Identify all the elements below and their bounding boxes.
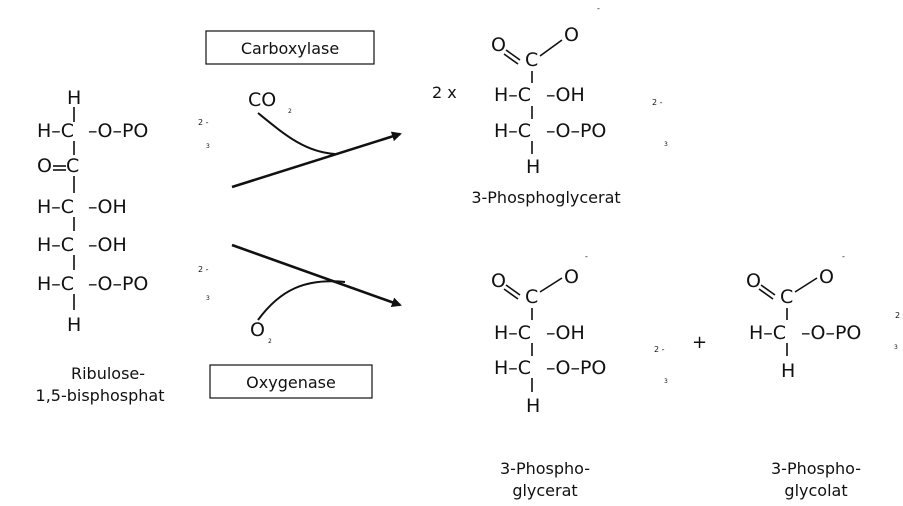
atom-oh: –OH: [546, 322, 585, 344]
atom-hc-4: H–C: [37, 234, 74, 256]
double-bond: [760, 284, 776, 296]
atom-o-carboxylate: O: [564, 266, 579, 288]
atom-hc-3: H–C: [494, 357, 531, 379]
bond-single: [539, 277, 563, 293]
charge-label: 2 -: [652, 98, 663, 107]
phosphoglycerate-top-structure: 2 x O C O - H–C –OH H–C –O–PO 3 2 - H: [432, 4, 668, 178]
reactant-o: O: [250, 319, 265, 341]
label-rubp-line1: Ribulose-: [71, 364, 145, 383]
atom-o-carboxylate: O: [819, 266, 834, 288]
double-bond: [503, 53, 519, 65]
charge-label: 2 -: [198, 118, 209, 127]
charge-minus: -: [842, 252, 845, 261]
ribulose-bisphosphate-structure: H H–C –O–PO 3 2 - O C H–C –OH H–C –OH H–…: [37, 87, 210, 336]
label-rubp-line2: 1,5-bisphosphat: [36, 386, 165, 405]
o2-incorporation-curve: [257, 280, 346, 321]
bond-single: [794, 277, 818, 293]
reactant-co: CO: [248, 89, 276, 111]
atom-h-bottom: H: [67, 314, 81, 336]
atom-oh-3: –OH: [88, 196, 127, 218]
label-pga-top: 3-Phosphoglycerat: [471, 188, 620, 207]
subscript-3: 3: [664, 378, 668, 385]
double-bond: [503, 288, 519, 300]
atom-opo: –O–PO: [546, 357, 606, 379]
atom-hc-2: H–C: [494, 322, 531, 344]
atom-h-bottom: H: [781, 360, 795, 382]
double-bond: [505, 49, 521, 61]
co2-incorporation-curve: [257, 112, 336, 155]
atom-h-bottom: H: [526, 395, 540, 417]
atom-o-carbonyl: O: [491, 270, 506, 292]
atom-hc-5: H–C: [37, 273, 74, 295]
atom-o-carboxylate: O: [564, 24, 579, 46]
charge-label: 2 -: [654, 345, 665, 354]
atom-c-carboxyl: C: [525, 49, 538, 71]
label-pga-line2: glycerat: [512, 481, 577, 500]
bond-single: [539, 39, 563, 57]
oxygenation-arrow: [231, 243, 402, 308]
atom-h-top: H: [67, 87, 81, 109]
atom-hc-1: H–C: [37, 120, 74, 142]
atom-opo: –O–PO: [801, 322, 861, 344]
carboxylase-box: [205, 30, 375, 65]
atom-o-keto: O: [37, 155, 52, 177]
label-pgl-line1: 3-Phospho-: [771, 459, 861, 478]
phosphoglycolate-structure: O C O - H–C –O–PO 3 2 H: [746, 252, 900, 382]
oxygenase-box: [209, 364, 373, 399]
phosphoglycerate-bottom-structure: O C O - H–C –OH H–C –O–PO 3 2 - H: [491, 252, 668, 417]
carboxylation-arrow: [231, 131, 402, 189]
subscript-3: 3: [206, 295, 210, 302]
atom-c-keto: C: [66, 155, 79, 177]
atom-hc-2: H–C: [494, 84, 531, 106]
atom-hc: H–C: [749, 322, 786, 344]
atom-oh: –OH: [546, 84, 585, 106]
atom-hc-3: H–C: [494, 120, 531, 142]
label-pgl-line2: glycolat: [784, 481, 847, 500]
atom-opo-1: –O–PO: [88, 120, 148, 142]
oxygenase-label: Oxygenase: [246, 373, 336, 392]
multiplier-label: 2 x: [432, 83, 457, 102]
plus-sign: +: [692, 332, 707, 353]
charge-label: 2 -: [198, 265, 209, 274]
atom-hc-3: H–C: [37, 196, 74, 218]
atom-c-carboxyl: C: [780, 286, 793, 308]
carboxylase-label: Carboxylase: [241, 39, 339, 58]
subscript-3: 3: [206, 143, 210, 150]
charge-label: 2: [895, 311, 900, 320]
atom-h-bottom: H: [526, 156, 540, 178]
atom-oh-4: –OH: [88, 234, 127, 256]
charge-minus: -: [597, 4, 600, 13]
reactant-o-subscript: 2: [268, 338, 272, 345]
label-pga-line1: 3-Phospho-: [500, 459, 590, 478]
double-bond: [505, 284, 521, 296]
subscript-3: 3: [894, 344, 898, 351]
atom-c-carboxyl: C: [525, 286, 538, 308]
atom-opo: –O–PO: [546, 120, 606, 142]
double-bond: [758, 288, 774, 300]
atom-o-carbonyl: O: [491, 34, 506, 56]
charge-minus: -: [585, 252, 588, 261]
atom-opo-5: –O–PO: [88, 273, 148, 295]
reactant-co-subscript: 2: [288, 108, 292, 115]
atom-o-carbonyl: O: [746, 270, 761, 292]
subscript-3: 3: [664, 141, 668, 148]
